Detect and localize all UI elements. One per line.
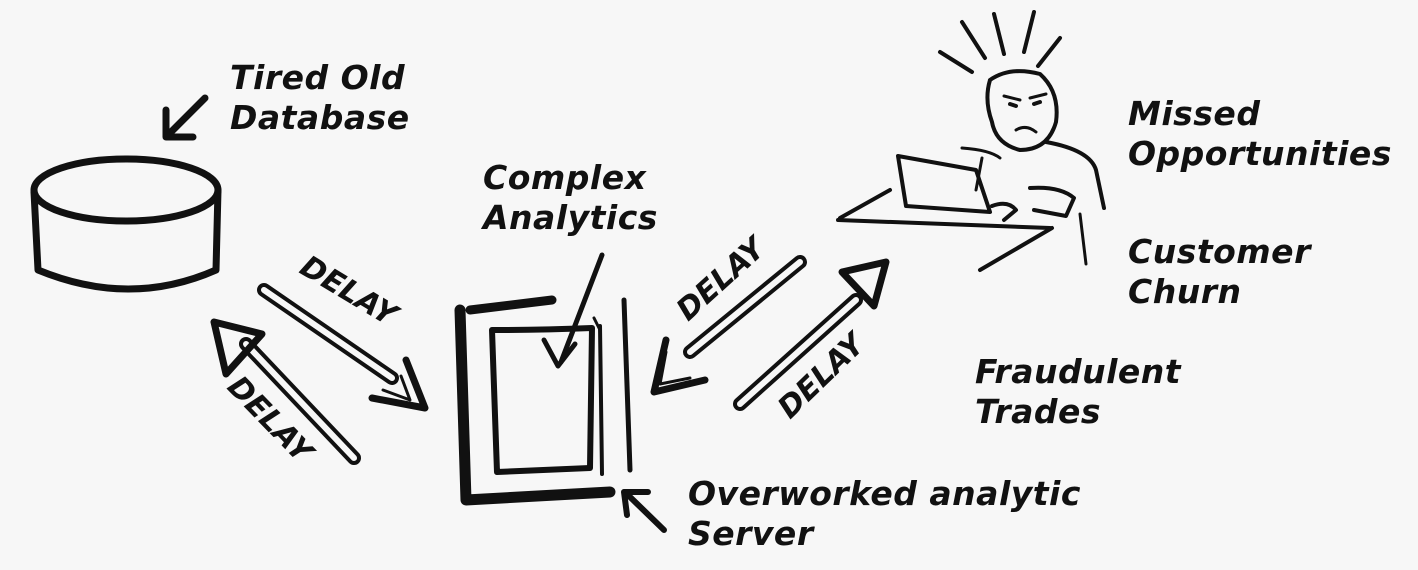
database-cylinder-icon (30, 155, 222, 293)
missed-opportunities-label: Missed Opportunities (1128, 94, 1392, 174)
frustrated-user-icon (836, 10, 1106, 272)
missed-label-line-1: Missed (1128, 94, 1261, 133)
server-pointer-arrow-icon (621, 489, 667, 533)
delay-arrow-user-to-server-icon (650, 255, 807, 396)
server-label-line-1: Overworked analytic (688, 474, 1081, 513)
analytics-label: Complex Analytics (483, 158, 658, 238)
delay-label-3: DELAY (670, 229, 775, 328)
churn-label-line-1: Customer (1128, 232, 1311, 271)
delay-arrow-db-to-server-icon (257, 283, 429, 412)
missed-label-line-2: Opportunities (1128, 134, 1392, 173)
churn-label-line-2: Churn (1128, 272, 1242, 311)
delay-label-4: DELAY (771, 325, 874, 426)
analytics-label-line-2: Analytics (483, 198, 658, 237)
database-pointer-arrow-icon (162, 94, 209, 141)
database-label-line-2: Database (230, 98, 410, 137)
delay-arrow-server-to-db-icon (210, 318, 361, 465)
fraud-label-line-1: Fraudulent (975, 352, 1182, 391)
analytics-pointer-arrow-icon (541, 252, 605, 369)
server-label: Overworked analytic Server (688, 474, 1081, 554)
server-icon (454, 295, 633, 506)
customer-churn-label: Customer Churn (1128, 232, 1311, 312)
delay-arrow-server-to-user-icon (733, 258, 890, 411)
server-label-line-2: Server (688, 514, 814, 553)
fraudulent-trades-label: Fraudulent Trades (975, 352, 1181, 432)
database-label: Tired Old Database (230, 58, 410, 138)
delay-label-2: DELAY (220, 369, 321, 472)
fraud-label-line-2: Trades (975, 392, 1102, 431)
analytics-label-line-1: Complex (483, 158, 647, 197)
database-label-line-1: Tired Old (230, 58, 406, 97)
